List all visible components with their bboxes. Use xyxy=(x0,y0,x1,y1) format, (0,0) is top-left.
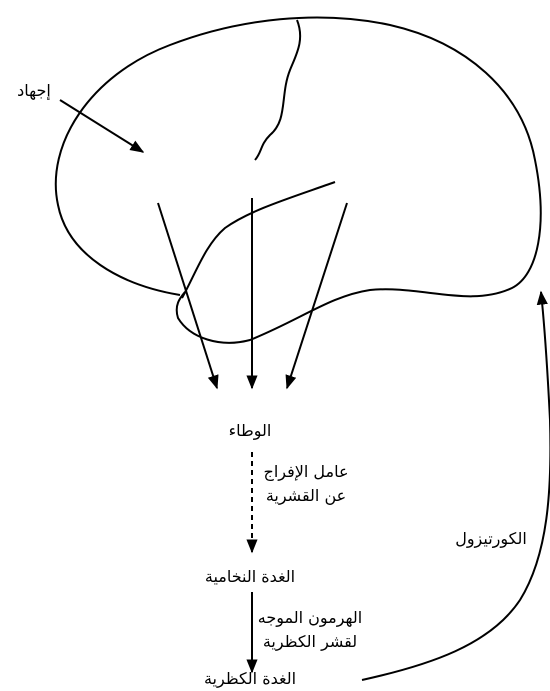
acth-label-line1: الهرمون الموجه xyxy=(258,608,363,628)
brain-arrow-left xyxy=(158,203,217,388)
adrenal-label: الغدة الكظرية xyxy=(204,669,296,689)
brain-arrow-right xyxy=(287,203,347,388)
stress-label: إجهاد xyxy=(17,81,51,101)
brain-outline xyxy=(56,18,541,343)
cortisol-feedback-arrow xyxy=(362,292,550,680)
crf-label-line1: عامل الإفراج xyxy=(263,462,348,482)
pituitary-label: الغدة النخامية xyxy=(205,567,295,586)
acth-label-line2: لقشر الكظرية xyxy=(263,632,357,652)
brain-sulcus-top xyxy=(255,20,300,160)
hypothalamus-label: الوطاء xyxy=(229,421,272,441)
cortisol-label: الكورتيزول xyxy=(455,529,527,549)
crf-label-line2: عن القشرية xyxy=(266,486,346,506)
brain-fold-line xyxy=(182,182,335,298)
